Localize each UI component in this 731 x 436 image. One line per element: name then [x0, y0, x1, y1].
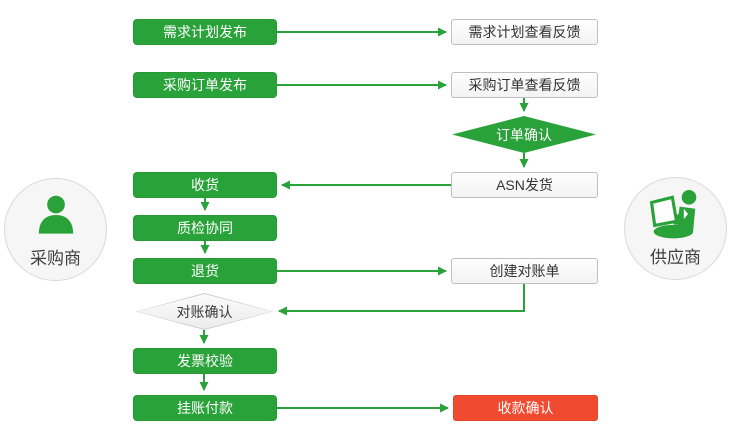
supplier-label: 供应商: [650, 248, 701, 267]
statement-confirm-label: 对账确认: [176, 303, 233, 320]
flow-node-demand-plan-publish: 需求计划发布: [133, 19, 277, 45]
flow-node-invoice-check: 发票校验: [133, 348, 277, 374]
flow-node-po-feedback: 采购订单查看反馈: [451, 72, 598, 98]
flow-node-book-payment: 挂账付款: [133, 395, 277, 421]
flow-node-po-publish: 采购订单发布: [133, 72, 277, 98]
flow-node-return-goods: 退货: [133, 258, 277, 284]
flow-node-demand-plan-feedback: 需求计划查看反馈: [451, 19, 598, 45]
flow-node-receipt-confirm: 收款确认: [453, 395, 598, 421]
purchaser-label: 采购商: [30, 249, 81, 268]
flow-node-quality-collab: 质检协同: [133, 215, 277, 241]
supplier-actor: 供应商: [624, 177, 727, 280]
flow-node-asn-ship: ASN发货: [451, 172, 598, 198]
arrow-statement-to-confirm: [278, 284, 525, 316]
purchaser-actor: 采购商: [4, 178, 107, 281]
person-icon: [38, 195, 73, 234]
flow-node-create-statement: 创建对账单: [451, 258, 598, 284]
flow-node-receive-goods: 收货: [133, 172, 277, 198]
person-laptop-icon: [649, 190, 696, 239]
order-confirm-label: 订单确认: [496, 126, 552, 143]
